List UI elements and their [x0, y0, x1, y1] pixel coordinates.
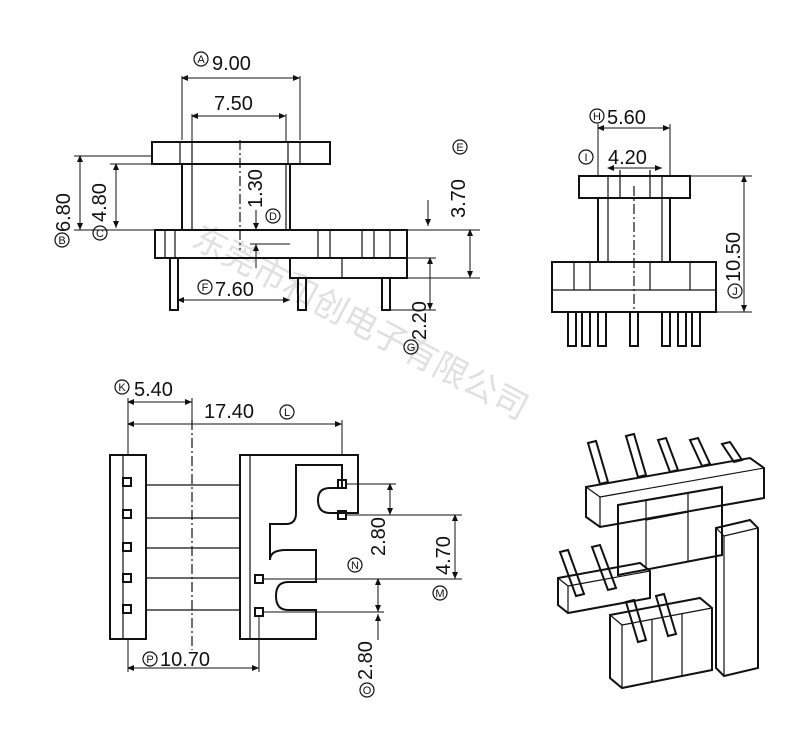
dim-b-value: 6.80 [53, 193, 75, 232]
dim-h-value: 5.60 [607, 107, 646, 129]
watermark: 东莞市和创电子有限公司 [186, 218, 535, 429]
dim-j-value: 10.50 [723, 232, 745, 282]
bottom-view: K 5.40 17.40 L N 2.80 4.70 M 2.80 O P 10… [109, 379, 462, 698]
callout-letter-a: A [197, 54, 205, 66]
callout-letter-j: J [732, 286, 738, 298]
callout-letter-g: G [407, 342, 416, 354]
dim-n-value: 2.80 [368, 517, 390, 556]
callout-letter-p: P [146, 654, 153, 666]
callout-letter-o: O [363, 685, 372, 697]
callout-letter-c: C [96, 228, 104, 240]
callout-letter-l: L [284, 407, 290, 419]
callout-letter-k: K [118, 382, 126, 394]
dim-top-inner-value: 7.50 [214, 93, 253, 115]
dim-a-value: 9.00 [212, 53, 251, 75]
dim-c-value: 4.80 [89, 183, 111, 222]
callout-letter-n: N [351, 560, 359, 572]
front-view: A 9.00 7.50 B 6.80 C 4.80 1.30 D E 3.70 … [53, 51, 480, 355]
dim-l-value: 17.40 [204, 401, 254, 423]
callout-letter-h: H [593, 111, 601, 123]
dim-e-value: 3.70 [448, 179, 470, 218]
dim-k-value: 5.40 [134, 379, 173, 401]
side-view: H 5.60 I 4.20 10.50 J [551, 107, 752, 347]
dim-g-value: 2.20 [409, 301, 431, 340]
dim-m-value: 4.70 [433, 536, 455, 575]
callout-letter-m: M [435, 588, 444, 600]
callout-letter-f: F [202, 282, 209, 294]
callout-letter-d: D [269, 211, 277, 223]
isometric-view [557, 432, 765, 690]
dim-o-value: 2.80 [355, 641, 377, 680]
dim-i-value: 4.20 [608, 147, 647, 169]
callout-letter-i: I [584, 152, 587, 164]
dim-f-value: 7.60 [215, 279, 254, 301]
callout-letter-b: B [58, 235, 65, 247]
dim-p-value: 10.70 [160, 649, 210, 671]
dim-d-value: 1.30 [245, 169, 267, 208]
callout-letter-e: E [456, 142, 463, 154]
